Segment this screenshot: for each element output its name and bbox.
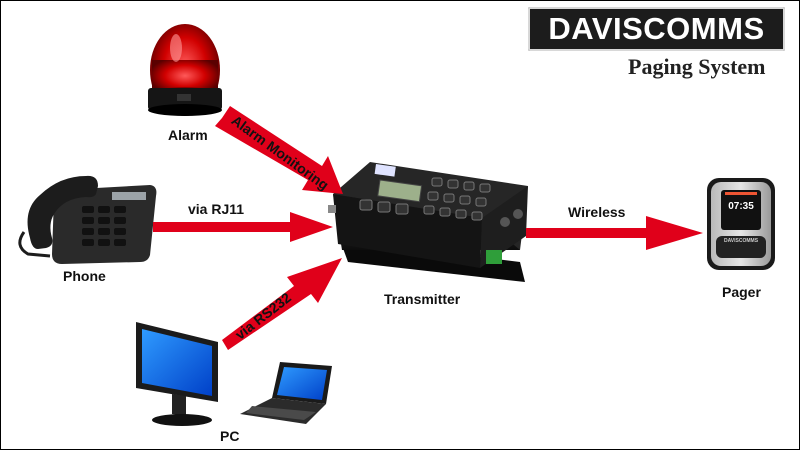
node-label-transmitter: Transmitter	[384, 291, 461, 307]
node-label-alarm: Alarm	[168, 127, 208, 143]
logo-brand-text: DAVISCOMMS	[548, 11, 765, 46]
alarm-beacon-icon	[148, 24, 222, 116]
arrow-alarm-to-transmitter	[215, 106, 343, 194]
monitor-icon	[136, 322, 218, 426]
arrow-transmitter-to-pager	[526, 216, 703, 250]
logo-subtitle: Paging System	[628, 54, 766, 79]
pager-device-icon	[707, 178, 775, 270]
phone-icon	[18, 175, 157, 264]
laptop-icon	[240, 362, 332, 424]
arrow-phone-to-transmitter	[153, 212, 333, 242]
pager-screen-brand: DAVISCOMMS	[724, 238, 759, 244]
node-label-phone: Phone	[63, 268, 106, 284]
node-label-pager: Pager	[722, 284, 761, 300]
arrow-pc-to-transmitter	[222, 258, 342, 350]
pager-screen-time: 07:35	[728, 201, 754, 212]
node-label-pc: PC	[220, 428, 240, 444]
daviscomms-logo: DAVISCOMMS	[528, 7, 785, 51]
edge-label-wireless: Wireless	[568, 204, 626, 220]
edge-label-rj11: via RJ11	[188, 201, 245, 217]
transmitter-device-icon	[328, 162, 528, 282]
